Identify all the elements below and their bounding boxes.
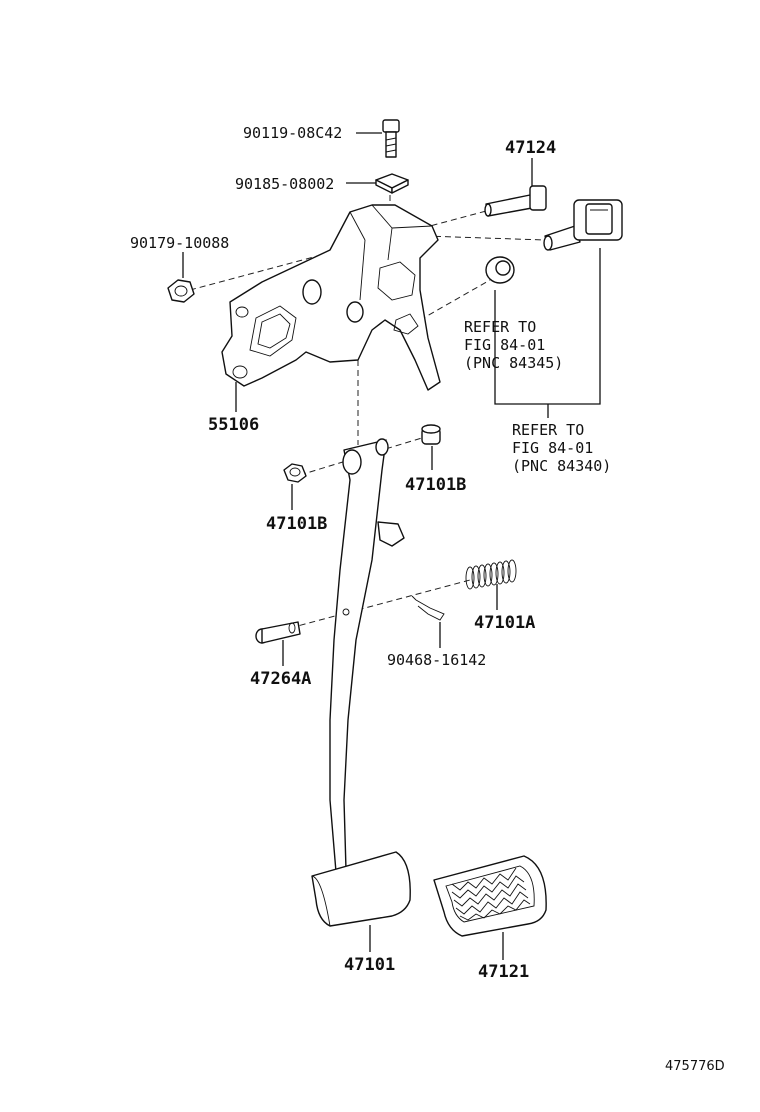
brake-pedal-arm-47101-icon [311,438,411,927]
part-label-47101a: 47101A [474,613,535,633]
refer-note-84340-line2: FIG 84-01 [512,439,593,457]
leader-lines [182,132,601,960]
part-label-47124: 47124 [505,138,556,158]
bolt-47124-icon [484,185,547,217]
refer-note-84345-line3: (PNC 84345) [464,354,563,372]
pad-tread-pattern [451,867,531,921]
clip-nut-90185-icon [375,173,409,194]
part-label-47101b-left: 47101B [266,514,327,534]
pin-47264a-icon [255,621,301,644]
bushing-47101b-right-icon [421,424,441,445]
refer-note-84345: REFER TO FIG 84-01 (PNC 84345) [464,318,563,372]
part-label-47264a: 47264A [250,669,311,689]
pedal-bracket-55106-icon [221,204,441,391]
refer-note-84340: REFER TO FIG 84-01 (PNC 84340) [512,421,611,475]
refer-note-84345-line2: FIG 84-01 [464,336,545,354]
clip-90468-icon [411,595,445,621]
pedal-pad-cover-47121-icon [433,855,547,937]
part-label-47121: 47121 [478,962,529,982]
part-label-47101b-right: 47101B [405,475,466,495]
part-label-47101: 47101 [344,955,395,975]
part-label-90119: 90119-08C42 [243,124,342,142]
stop-lamp-switch-icon [543,199,623,251]
part-label-55106: 55106 [208,415,259,435]
figure-id: 475776D [665,1059,725,1074]
part-label-90179: 90179-10088 [130,234,229,252]
bushing-47101b-left-icon [283,463,307,483]
part-label-90185: 90185-08002 [235,175,334,193]
part-label-90468: 90468-16142 [387,651,486,669]
bushing-icon [485,256,515,284]
refer-note-84340-line3: (PNC 84340) [512,457,611,475]
refer-note-84340-line1: REFER TO [512,421,584,439]
bolt-90119-icon [382,119,400,158]
nut-90179-icon [167,279,195,303]
refer-note-84345-line1: REFER TO [464,318,536,336]
return-spring-47101a-icon [465,559,517,590]
